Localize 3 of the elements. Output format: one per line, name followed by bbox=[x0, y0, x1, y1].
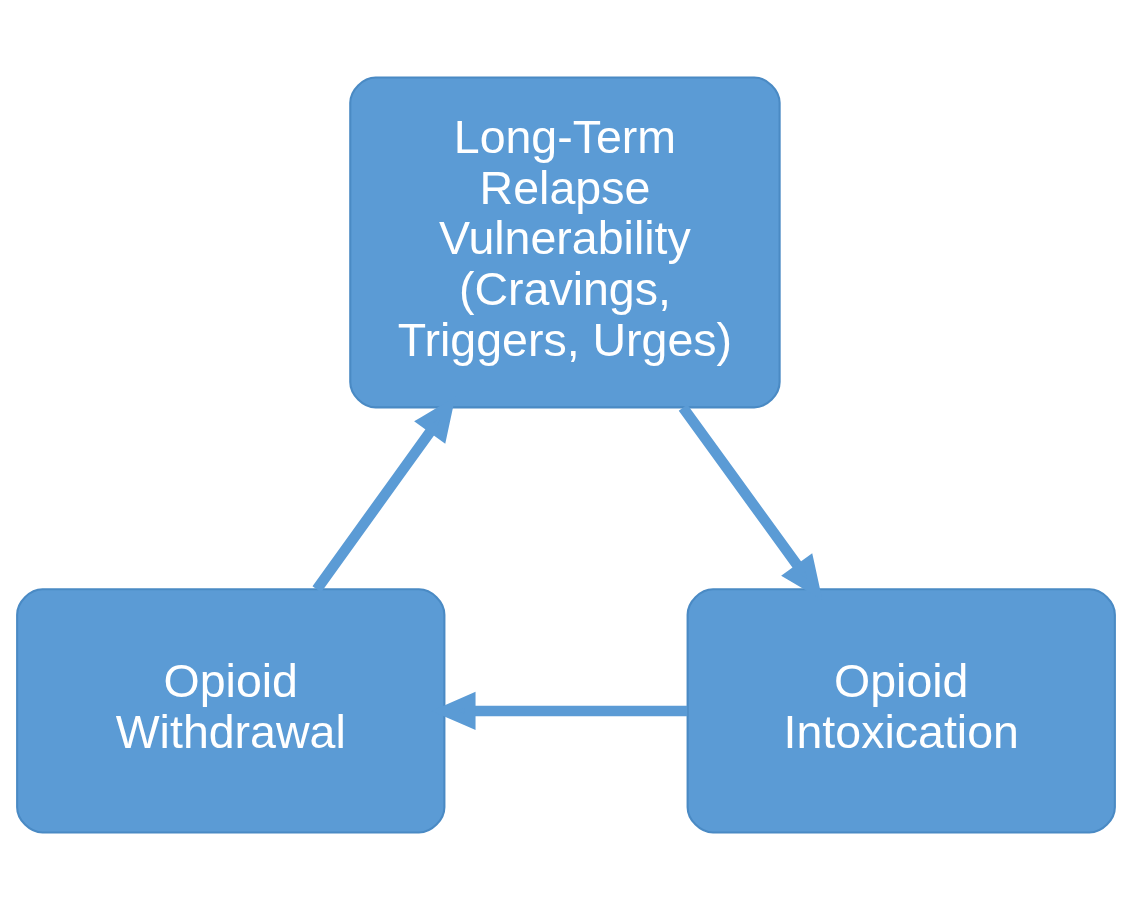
node-box: Opioid Withdrawal bbox=[16, 587, 446, 834]
node-box: Opioid Intoxication bbox=[686, 587, 1116, 834]
node-box: Long-Term Relapse Vulnerability (Cravings, Triggers, Urges) bbox=[349, 75, 781, 408]
